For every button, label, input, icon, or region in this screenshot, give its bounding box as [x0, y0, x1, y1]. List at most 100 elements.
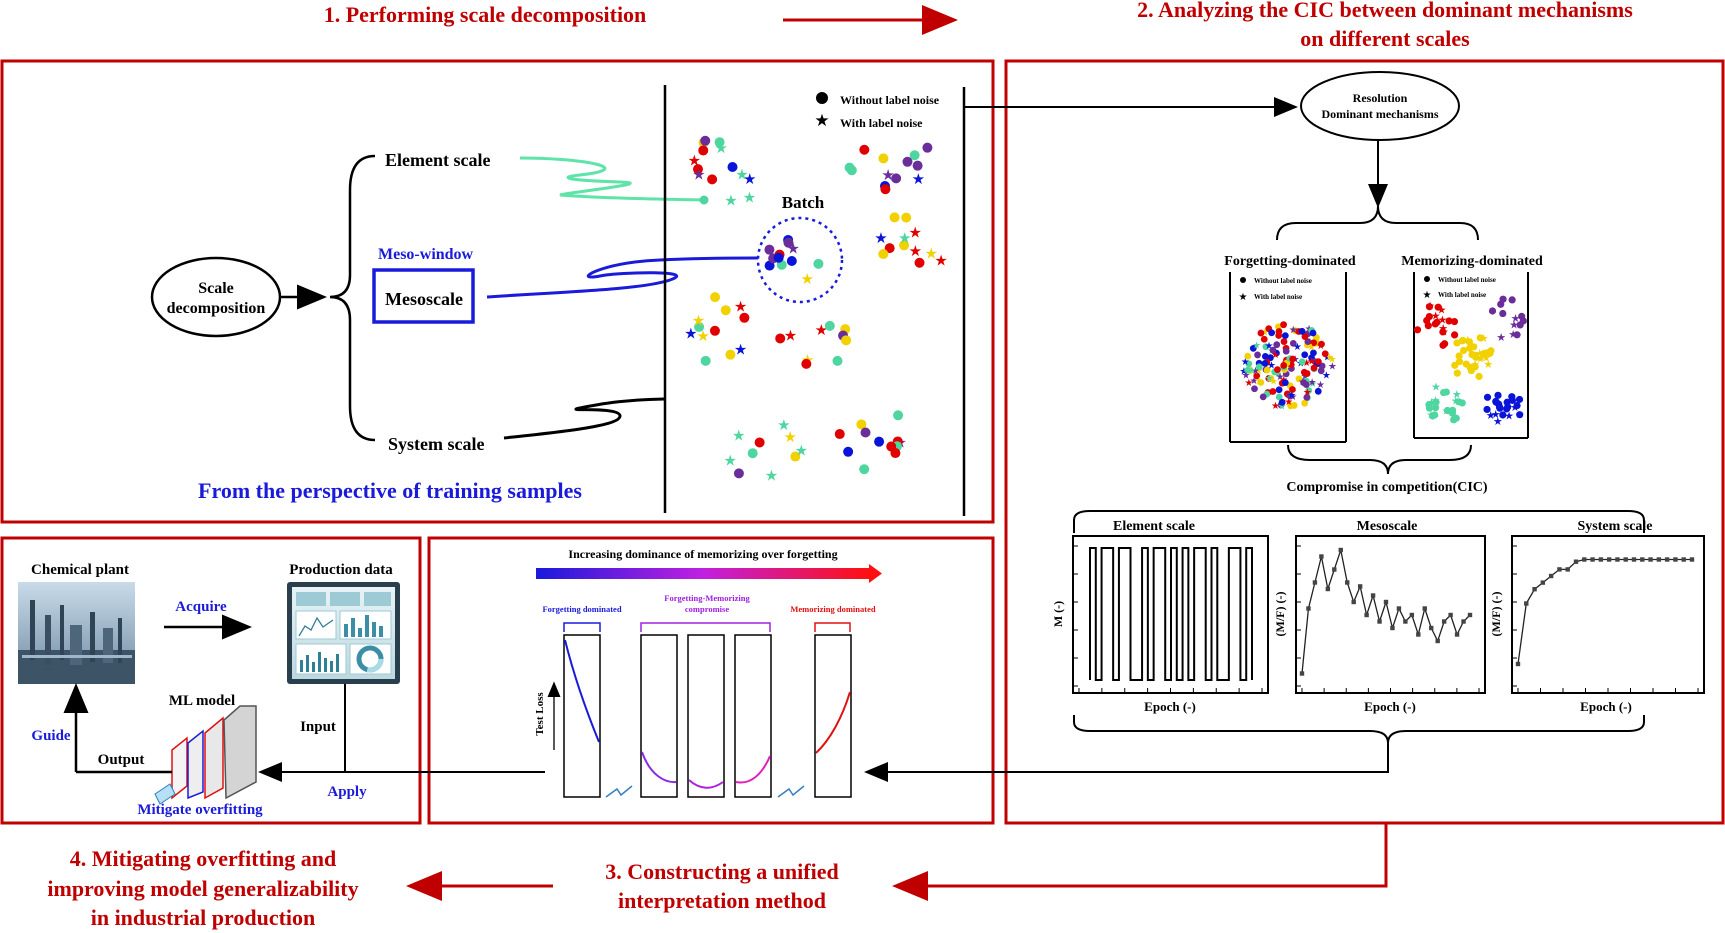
noisy-sample-star: ★	[724, 453, 737, 469]
clean-sample-dot	[1262, 343, 1270, 351]
plot-element-xlabel: Epoch (-)	[1144, 699, 1196, 714]
to-panel3-arrow	[864, 743, 1389, 782]
clean-sample-dot	[1263, 366, 1271, 374]
clean-sample-dot	[1433, 318, 1441, 326]
noisy-sample-star: ★	[1511, 313, 1521, 325]
noisy-sample-star: ★	[1244, 378, 1253, 389]
chemical-plant-image	[18, 582, 135, 684]
clean-sample-dot	[1253, 372, 1261, 380]
plot-meso-xlabel: Epoch (-)	[1364, 699, 1416, 714]
noisy-sample-star: ★	[1427, 397, 1437, 409]
perspective-caption: From the perspective of training samples	[198, 478, 582, 503]
clean-sample-dot	[914, 257, 925, 268]
memorizing-bracket	[814, 622, 851, 632]
forgetting-dominated-cloud: ★★★★★★★★★★★★★★★★★★★★★★★★★★★★★★★★★★★★★★★★…	[1239, 321, 1337, 412]
clean-sample-dot	[1462, 360, 1470, 368]
noisy-sample-star: ★	[1431, 381, 1441, 393]
clean-sample-dot	[1257, 379, 1265, 386]
loss-box-compromise-2	[687, 634, 725, 798]
noisy-sample-star: ★	[1308, 378, 1317, 389]
forgetting-dominated-label: Forgetting-dominated	[1224, 254, 1356, 269]
noisy-sample-star: ★	[1277, 401, 1286, 412]
clean-sample-dot	[1439, 341, 1447, 349]
system-marker	[1540, 580, 1546, 585]
system-marker	[1515, 661, 1521, 667]
step-4-title-line2: improving model generalizability	[47, 876, 358, 901]
clean-sample-dot	[859, 144, 870, 155]
noisy-sample-star: ★	[1323, 353, 1332, 364]
clean-sample-dot	[1301, 351, 1309, 359]
clean-sample-dot	[843, 446, 854, 457]
clean-sample-dot	[824, 320, 835, 331]
clean-sample-dot	[1451, 331, 1459, 339]
clean-sample-dot	[1460, 346, 1468, 355]
meso-marker	[1306, 606, 1311, 611]
meso-marker	[1422, 606, 1427, 611]
memorizing-dominated-label: Memorizing-dominated	[1401, 254, 1543, 269]
loss-box-compromise-3	[734, 634, 772, 798]
compromise-caption-1: Forgetting-Memorizing	[664, 593, 750, 603]
system-marker	[1590, 557, 1595, 562]
dominance-arrowhead	[869, 564, 882, 583]
noisy-sample-star: ★	[1252, 341, 1261, 352]
noisy-sample-star: ★	[1475, 354, 1485, 366]
meso-marker	[1364, 612, 1369, 618]
clean-sample-dot	[1413, 326, 1422, 334]
clean-sample-dot	[1455, 352, 1463, 360]
clean-sample-dot	[733, 468, 744, 479]
meso-marker	[1403, 619, 1408, 624]
clean-sample-dot	[1280, 338, 1288, 345]
guide-label: Guide	[31, 728, 71, 744]
apply-label: Apply	[327, 784, 367, 800]
system-marker	[1598, 557, 1604, 562]
noisy-sample-star: ★	[924, 246, 937, 262]
system-marker	[1656, 557, 1662, 562]
scale-brace	[329, 154, 376, 442]
clean-sample-dot	[1274, 366, 1281, 374]
noisy-sample-star: ★	[1476, 352, 1486, 364]
system-scale-curve	[1517, 558, 1692, 665]
noisy-sample-star: ★	[1486, 410, 1496, 422]
clean-sample-dot	[889, 212, 900, 223]
clean-sample-dot	[1275, 393, 1283, 401]
transition-icon-2	[777, 785, 805, 798]
noisy-sample-star: ★	[898, 231, 911, 247]
compromise-caption-2: compromise	[685, 604, 729, 614]
clean-sample-dot	[1487, 347, 1495, 355]
noisy-sample-star: ★	[724, 193, 737, 209]
clean-sample-dot	[1494, 391, 1502, 399]
forgetting-mini-without: Without label noise	[1254, 277, 1312, 285]
clean-sample-dot	[714, 137, 725, 148]
clean-sample-dot	[1431, 411, 1439, 419]
noisy-sample-star: ★	[1452, 389, 1462, 401]
panel-3-frame	[427, 536, 995, 825]
clean-sample-dot	[1516, 411, 1524, 419]
noisy-sample-star: ★	[777, 418, 790, 434]
meso-marker	[1416, 632, 1421, 637]
noisy-sample-star: ★	[1491, 409, 1501, 421]
clean-sample-dot	[1425, 303, 1434, 311]
resolution-label-1: Resolution	[1353, 91, 1408, 105]
clean-sample-dot	[1249, 344, 1257, 352]
dominance-title: Increasing dominance of memorizing over …	[568, 547, 837, 561]
clean-sample-dot	[878, 153, 889, 164]
noisy-sample-star: ★	[1442, 406, 1452, 418]
clean-sample-dot	[1298, 358, 1306, 366]
clean-sample-dot	[909, 150, 920, 161]
clean-sample-dot	[1453, 369, 1461, 377]
clean-sample-dot	[1508, 396, 1517, 404]
noisy-sample-star: ★	[1470, 359, 1480, 371]
clean-sample-dot	[1281, 379, 1289, 387]
legend-dot-icon	[816, 92, 828, 104]
batch-circle	[756, 216, 844, 304]
system-marker	[1673, 557, 1678, 562]
clean-sample-dot	[1434, 303, 1442, 311]
clean-sample-dot	[1273, 341, 1281, 349]
clean-sample-dot	[1244, 366, 1252, 374]
clean-sample-dot	[1499, 309, 1507, 318]
clean-sample-dot	[725, 349, 736, 360]
training-sample-clusters: ★★★★★★★★★★★★★★★★★★★★★★★★★★★★★★★★	[684, 135, 948, 485]
noisy-sample-star: ★	[1316, 341, 1325, 352]
clean-sample-dot	[1459, 336, 1467, 345]
